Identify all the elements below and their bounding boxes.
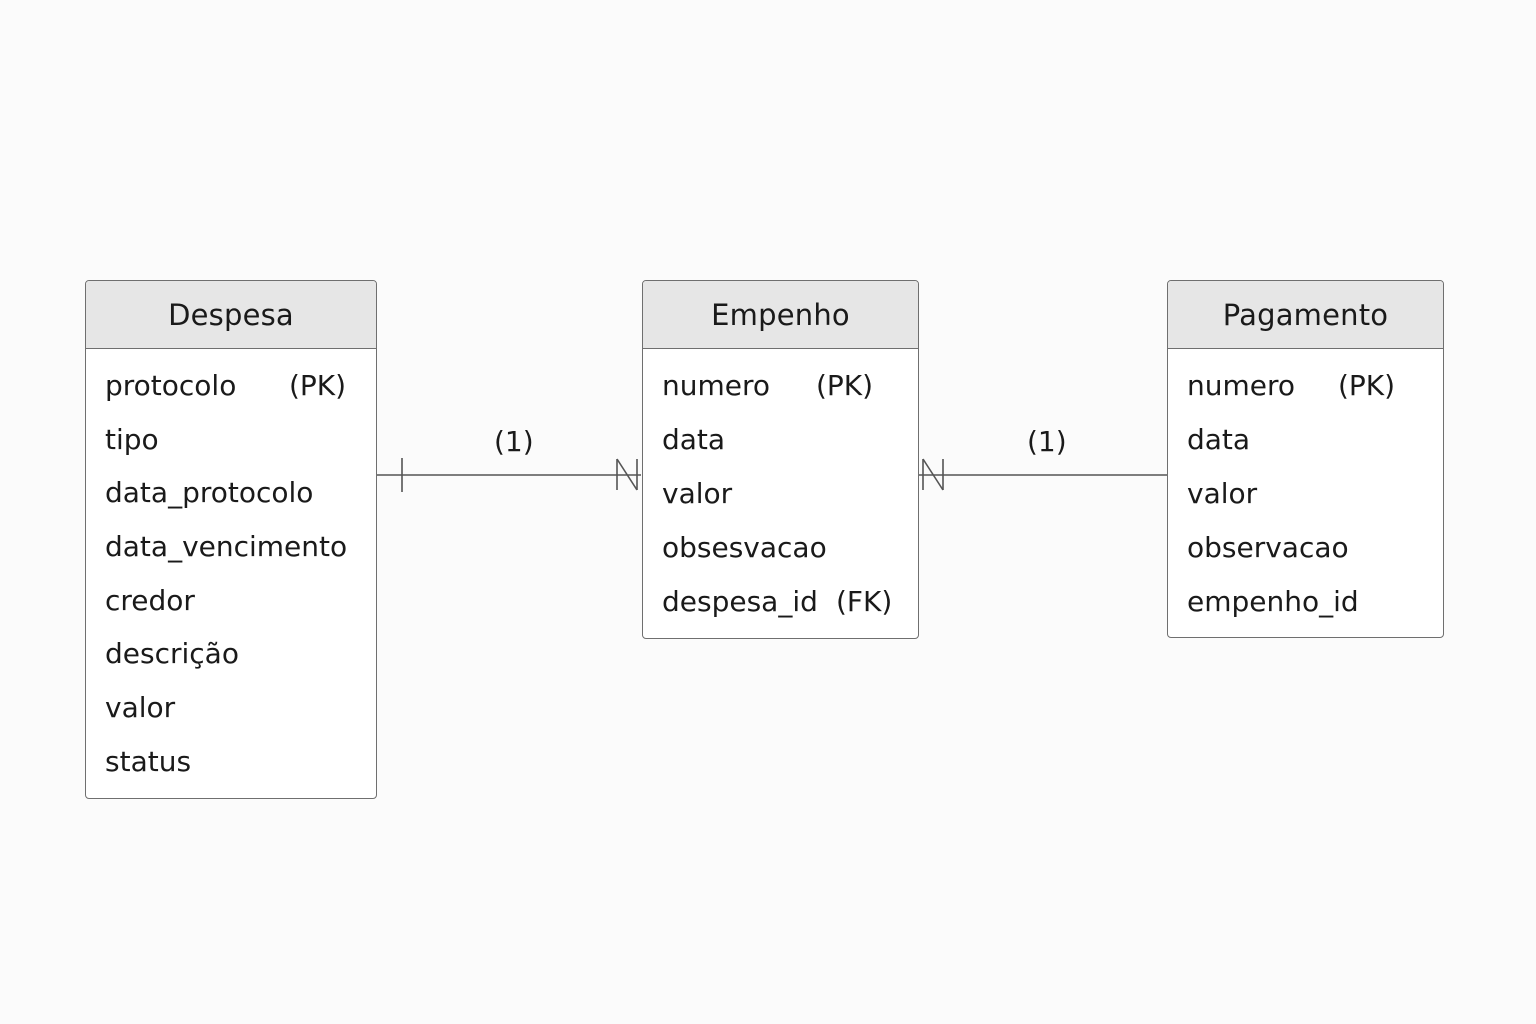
relationship-despesa-empenho — [377, 458, 641, 492]
attribute-name: obsesvacao — [662, 531, 827, 564]
entity-title-pagamento: Pagamento — [1168, 281, 1443, 349]
attribute-row: status — [86, 735, 376, 789]
attribute-name: despesa_id — [662, 585, 818, 618]
primary-key-tag: (PK) — [1338, 369, 1396, 402]
attribute-row: descrição — [86, 627, 376, 681]
attribute-name: credor — [105, 583, 195, 617]
attribute-name: data_protocolo — [105, 476, 314, 510]
entity-attributes-despesa: protocolo (PK) tipo data_protocolo data_… — [86, 349, 376, 789]
attribute-row: valor — [643, 467, 918, 521]
entity-despesa[interactable]: Despesa protocolo (PK) tipo data_protoco… — [85, 280, 377, 799]
attribute-name: valor — [105, 691, 176, 725]
attribute-row: numero (PK) — [643, 359, 918, 413]
attribute-row: valor — [1168, 467, 1443, 521]
primary-key-tag: (PK) — [816, 369, 874, 402]
attribute-row: data_vencimento — [86, 520, 376, 574]
many-marker-empenho-right — [922, 458, 944, 491]
attribute-row: credor — [86, 574, 376, 628]
entity-attributes-pagamento: numero (PK) data valor observacao empenh… — [1168, 349, 1443, 629]
attribute-row: numero (PK) — [1168, 359, 1443, 413]
attribute-name: valor — [662, 477, 733, 510]
entity-pagamento[interactable]: Pagamento numero (PK) data valor observa… — [1167, 280, 1444, 638]
attribute-name: data — [662, 423, 726, 456]
relationship-empenho-pagamento — [919, 458, 1167, 491]
attribute-row: observacao — [1168, 521, 1443, 575]
relationship-label-despesa-empenho: (1) — [494, 425, 534, 458]
attribute-name: data — [1187, 423, 1251, 456]
entity-empenho[interactable]: Empenho numero (PK) data valor obsesvaca… — [642, 280, 919, 639]
entity-title-empenho: Empenho — [643, 281, 918, 349]
primary-key-tag: (PK) — [289, 369, 347, 402]
attribute-name: numero — [662, 369, 771, 402]
entity-attributes-empenho: numero (PK) data valor obsesvacao despes… — [643, 349, 918, 629]
attribute-row: protocolo (PK) — [86, 359, 376, 413]
attribute-row: obsesvacao — [643, 521, 918, 575]
attribute-name: descrição — [105, 637, 239, 671]
attribute-name: observacao — [1187, 531, 1349, 564]
attribute-row: tipo — [86, 413, 376, 467]
attribute-name: protocolo — [105, 369, 237, 402]
attribute-row: empenho_id — [1168, 575, 1443, 629]
attribute-name: numero — [1187, 369, 1296, 402]
attribute-name: empenho_id — [1187, 585, 1359, 618]
attribute-row: data_protocolo — [86, 466, 376, 520]
many-marker-empenho-left — [616, 458, 638, 491]
relationship-label-empenho-pagamento: (1) — [1027, 425, 1067, 458]
attribute-name: valor — [1187, 477, 1258, 510]
attribute-row: despesa_id (FK) — [643, 575, 918, 629]
attribute-name: tipo — [105, 422, 159, 456]
entity-title-despesa: Despesa — [86, 281, 376, 349]
attribute-row: valor — [86, 681, 376, 735]
attribute-name: status — [105, 744, 192, 778]
foreign-key-tag: (FK) — [836, 585, 893, 618]
attribute-row: data — [643, 413, 918, 467]
attribute-name: data_vencimento — [105, 530, 348, 564]
attribute-row: data — [1168, 413, 1443, 467]
